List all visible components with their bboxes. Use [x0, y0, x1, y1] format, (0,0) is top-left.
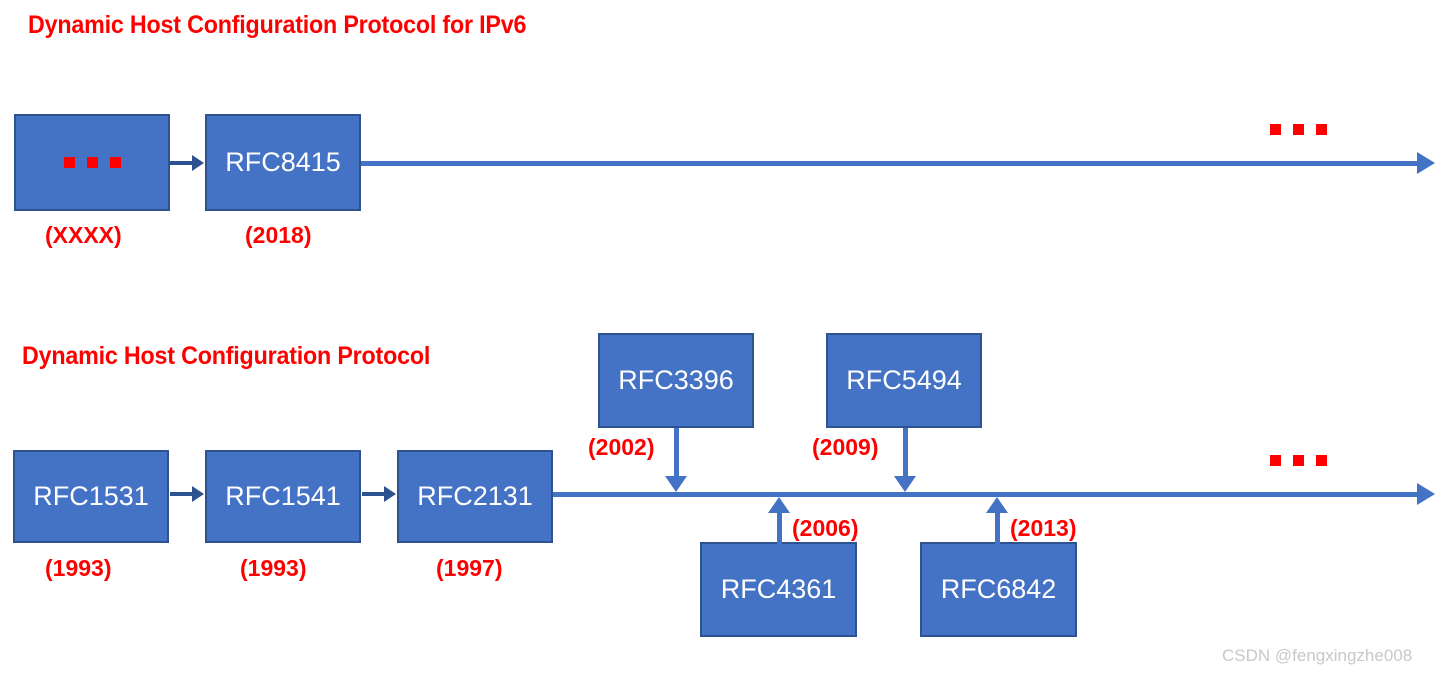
- dhcp-connector-line-2: [362, 492, 386, 496]
- dhcp-rfc-box-rfc2131[interactable]: RFC2131: [397, 450, 553, 543]
- dhcp-timeline-arrowhead: [1417, 483, 1435, 505]
- ipv6-year-label-2018: (2018): [245, 222, 312, 248]
- ipv6-timeline-line: [358, 161, 1430, 166]
- dhcp-year-label-rfc3396: (2002): [588, 434, 655, 460]
- dhcp-connector-arrowhead-icon-1: [192, 486, 204, 502]
- dhcp-uparrow-line-rfc4361: [777, 512, 782, 544]
- dhcp-timeline-line: [552, 492, 1430, 497]
- dhcp-rfc-box-rfc5494[interactable]: RFC5494: [826, 333, 982, 428]
- dhcp-downarrow-line-rfc3396: [674, 428, 679, 478]
- dhcp-year-label-rfc4361: (2006): [792, 515, 859, 541]
- dhcp-uparrow-head-icon-rfc4361: [768, 497, 790, 513]
- dhcp-section-heading: Dynamic Host Configuration Protocol: [22, 342, 431, 370]
- ipv6-section-heading: Dynamic Host Configuration Protocol for …: [28, 11, 527, 39]
- dhcp-rfc-box-rfc4361[interactable]: RFC4361: [700, 542, 857, 637]
- watermark-label: CSDN @fengxingzhe008: [1222, 646, 1413, 665]
- ipv6-connector-arrowhead-icon: [192, 155, 204, 171]
- dhcp-year-label-rfc5494: (2009): [812, 434, 879, 460]
- dhcp-year-label-rfc6842: (2013): [1010, 515, 1077, 541]
- dhcp-downarrow-head-icon-rfc3396: [665, 476, 687, 492]
- ipv6-timeline-arrowhead: [1417, 152, 1435, 174]
- dhcp-downarrow-line-rfc5494: [903, 428, 908, 478]
- dhcp-connector-arrowhead-icon-2: [384, 486, 396, 502]
- dhcp-timeline-ellipsis-icon: [1270, 455, 1327, 466]
- dhcp-uparrow-line-rfc6842: [995, 512, 1000, 544]
- dhcp-rfc-box-rfc6842[interactable]: RFC6842: [920, 542, 1077, 637]
- ipv6-year-label-unknown: (XXXX): [45, 222, 122, 248]
- dhcp-year-label-rfc2131: (1997): [436, 555, 503, 581]
- ipv6-rfc-box-ellipsis[interactable]: [14, 114, 170, 211]
- dhcp-rfc-box-rfc1541[interactable]: RFC1541: [205, 450, 361, 543]
- dhcp-year-label-rfc1531: (1993): [45, 555, 112, 581]
- dhcp-connector-line-1: [170, 492, 194, 496]
- dhcp-downarrow-head-icon-rfc5494: [894, 476, 916, 492]
- ellipsis-dots-icon: [63, 157, 121, 168]
- ipv6-timeline-ellipsis-icon: [1270, 124, 1327, 135]
- ipv6-connector-line: [170, 161, 194, 165]
- dhcp-year-label-rfc1541: (1993): [240, 555, 307, 581]
- dhcp-rfc-box-rfc3396[interactable]: RFC3396: [598, 333, 754, 428]
- dhcp-rfc-box-rfc1531[interactable]: RFC1531: [13, 450, 169, 543]
- dhcp-uparrow-head-icon-rfc6842: [986, 497, 1008, 513]
- ipv6-rfc-box-rfc8415[interactable]: RFC8415: [205, 114, 361, 211]
